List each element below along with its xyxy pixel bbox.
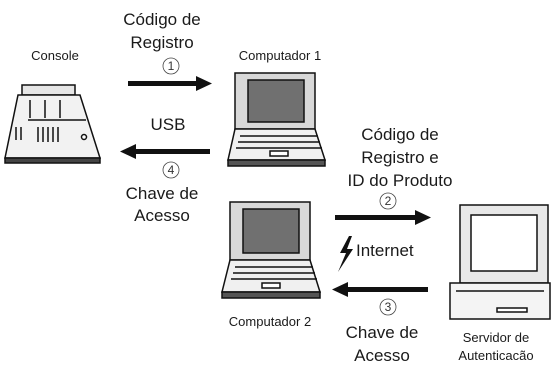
step1-label-line1: Código de (123, 10, 201, 29)
console-device (4, 84, 102, 164)
lightning-icon (338, 236, 353, 272)
step4-number: 4 (168, 163, 175, 177)
step2-number-circle (379, 192, 397, 210)
usb-label: USB (151, 115, 186, 134)
arrow-step1 (128, 76, 212, 91)
step1-number-circle (162, 57, 180, 75)
arrow-step2 (335, 210, 431, 225)
arrow-step3 (332, 282, 428, 297)
computer1-label: Computador 1 (239, 48, 321, 63)
step2-label-line1: Código de (361, 125, 439, 144)
step4-label-line2: Acesso (134, 206, 190, 225)
step3-label-line1: Chave de (346, 323, 419, 342)
step3-label-line2: Acesso (354, 346, 410, 365)
step2-label-line3: ID do Produto (348, 171, 453, 190)
computer1-laptop (227, 72, 327, 167)
server-label-line2: Autenticacão (458, 348, 533, 363)
step2-number: 2 (385, 194, 392, 208)
step2-label-line2: Registro e (361, 148, 438, 167)
step3-number: 3 (385, 300, 392, 314)
step4-label-line1: Chave de (126, 184, 199, 203)
step3-number-circle (379, 298, 397, 316)
internet-label: Internet (356, 241, 414, 260)
computer2-laptop (221, 201, 322, 299)
console-label: Console (31, 48, 79, 63)
step1-label-line2: Registro (130, 33, 193, 52)
step4-number-circle (162, 161, 180, 179)
server-device (449, 204, 551, 320)
step1-number: 1 (168, 59, 175, 73)
computer2-label: Computador 2 (229, 314, 311, 329)
arrow-step4 (120, 144, 210, 159)
server-label-line1: Servidor de (463, 330, 529, 345)
